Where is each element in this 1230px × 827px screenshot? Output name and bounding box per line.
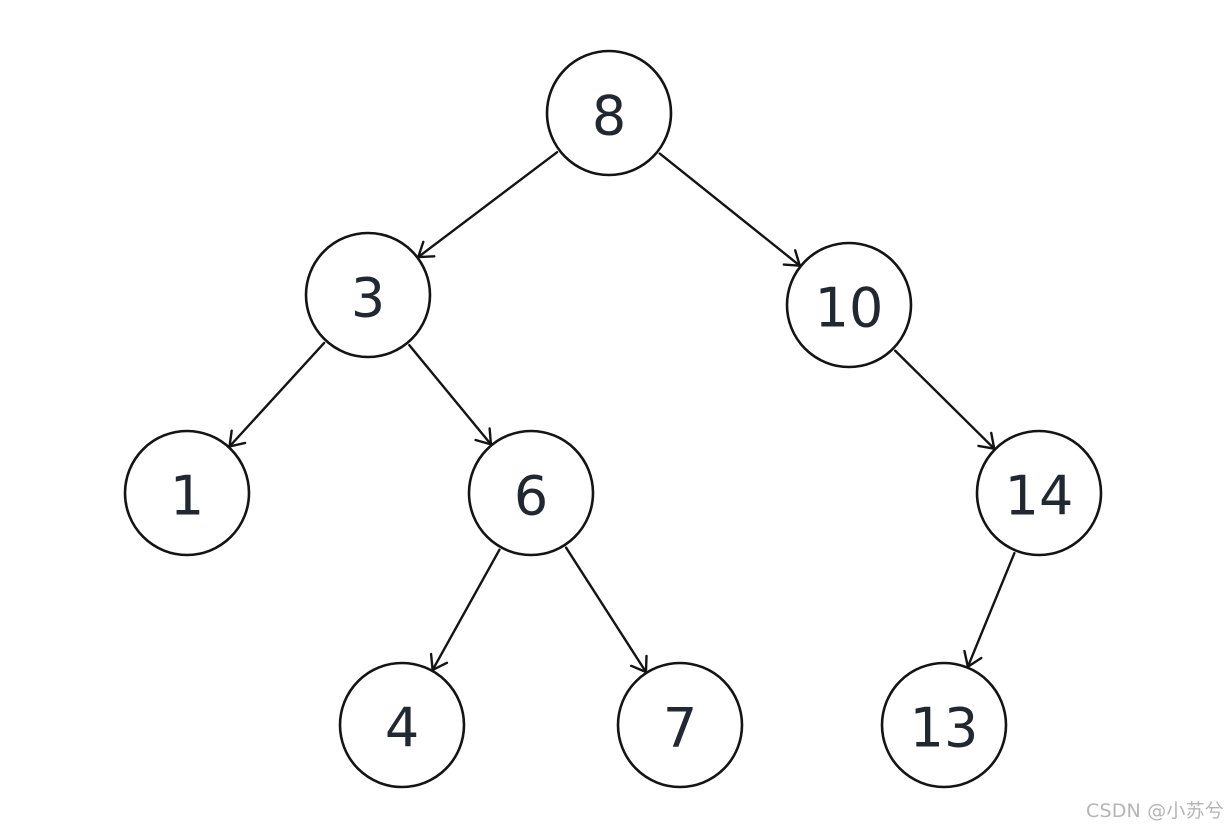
edge-line	[564, 546, 648, 674]
node-circle	[785, 241, 913, 369]
node-circle	[545, 49, 673, 177]
tree-node-14: 14	[975, 429, 1103, 557]
node-label: 6	[514, 465, 548, 528]
tree-node-7: 7	[616, 661, 744, 789]
node-circle	[338, 661, 466, 789]
edge-n8-n10	[658, 152, 802, 267]
node-circle	[467, 429, 595, 557]
tree-node-13: 13	[880, 661, 1008, 789]
tree-node-10: 10	[785, 241, 913, 369]
edge-line	[894, 349, 996, 450]
node-label: 3	[351, 267, 385, 330]
edge-line	[966, 551, 1016, 668]
node-circle	[123, 429, 251, 557]
tree-node-6: 6	[467, 429, 595, 557]
node-label: 10	[815, 277, 884, 340]
node-label: 7	[663, 697, 697, 760]
node-circle	[880, 661, 1008, 789]
edge-line	[431, 548, 501, 672]
node-label: 1	[170, 465, 204, 528]
nodes: 8 3 10 1 6 14 4 7 13	[123, 49, 1103, 789]
edge-line	[228, 341, 326, 448]
tree-node-3: 3	[304, 231, 432, 359]
edge-line	[417, 150, 559, 259]
tree-node-1: 1	[123, 429, 251, 557]
node-circle	[304, 231, 432, 359]
edge-line	[408, 343, 493, 446]
tree-node-4: 4	[338, 661, 466, 789]
watermark: CSDN @小苏兮	[1085, 800, 1224, 822]
node-label: 8	[592, 85, 626, 148]
node-circle	[616, 661, 744, 789]
edges	[228, 150, 1016, 674]
edge-n10-n14	[894, 349, 996, 450]
edge-n14-n13	[963, 551, 1016, 668]
tree-node-8: 8	[545, 49, 673, 177]
node-circle	[975, 429, 1103, 557]
edge-n3-n1	[228, 341, 326, 448]
node-label: 13	[910, 697, 979, 760]
node-label: 14	[1005, 465, 1074, 528]
edge-n3-n6	[408, 343, 493, 446]
node-label: 4	[385, 697, 419, 760]
edge-n8-n3	[417, 150, 559, 259]
edge-line	[658, 152, 802, 267]
edge-n6-n4	[429, 548, 501, 672]
edge-n6-n7	[564, 546, 648, 674]
